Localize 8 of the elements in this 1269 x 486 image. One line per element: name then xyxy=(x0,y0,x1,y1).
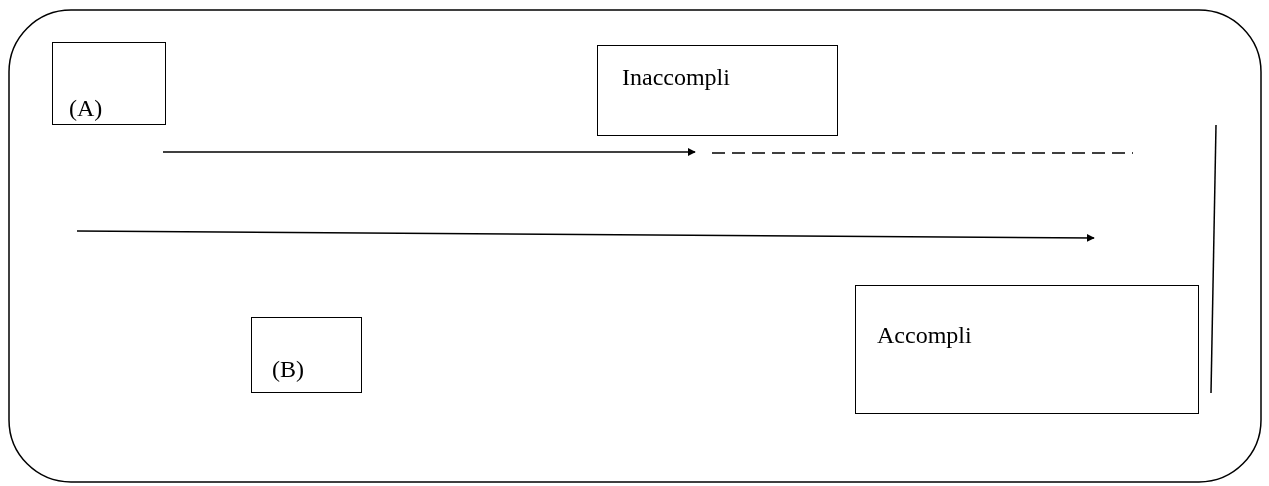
box-label: (A) xyxy=(69,95,103,122)
text-box xyxy=(251,317,362,393)
text-box xyxy=(52,42,166,125)
box-label: (B) xyxy=(272,356,304,383)
text-box xyxy=(855,285,1199,414)
text-box xyxy=(597,45,838,136)
box-label: Inaccompli xyxy=(622,64,730,91)
box-label: Accompli xyxy=(877,322,972,349)
